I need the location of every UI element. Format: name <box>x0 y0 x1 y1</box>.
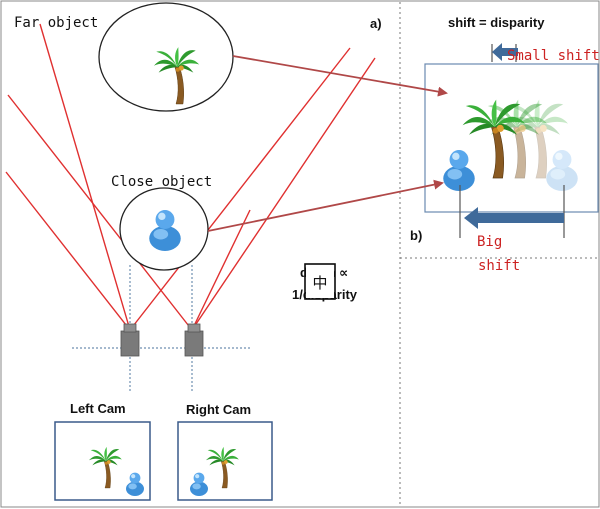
big-shift-arrow-icon <box>464 207 564 229</box>
ray-left-inner <box>129 47 351 331</box>
glyph-box-fill <box>306 265 334 298</box>
big-shift-label-line2: shift <box>478 258 520 274</box>
far-object-circle <box>98 2 234 112</box>
ray-left-wide <box>5 171 131 331</box>
panel-a-label: a) <box>370 16 382 31</box>
left-camera-icon <box>120 323 140 357</box>
left-cam-label: Left Cam <box>70 401 126 416</box>
close-object-mapping-arrow <box>207 179 444 232</box>
far-object-mapping-arrow <box>232 55 448 97</box>
small-shift-label: Small shift <box>507 48 600 64</box>
small-shift-arrow-icon <box>492 43 518 61</box>
ray-right-wide <box>191 209 251 331</box>
disparity-image-frame <box>424 63 599 213</box>
close-object-label: Close object <box>111 174 212 190</box>
right-cam-label: Right Cam <box>186 402 251 417</box>
far-object-label: Far object <box>14 15 98 31</box>
camera-axes <box>72 265 252 392</box>
right-camera-icon <box>184 323 204 357</box>
sight-rays <box>5 23 376 331</box>
glyph-char: 中 <box>312 275 327 292</box>
ray-right-inner <box>7 94 193 331</box>
shift-equals-disparity-label: shift = disparity <box>448 15 545 30</box>
ray-right-outer <box>191 57 376 331</box>
panel-b-label: b) <box>410 228 422 243</box>
big-shift-label-line1: Big <box>477 234 502 250</box>
glyph-box-border <box>304 263 336 300</box>
ray-left-outer <box>39 23 131 331</box>
